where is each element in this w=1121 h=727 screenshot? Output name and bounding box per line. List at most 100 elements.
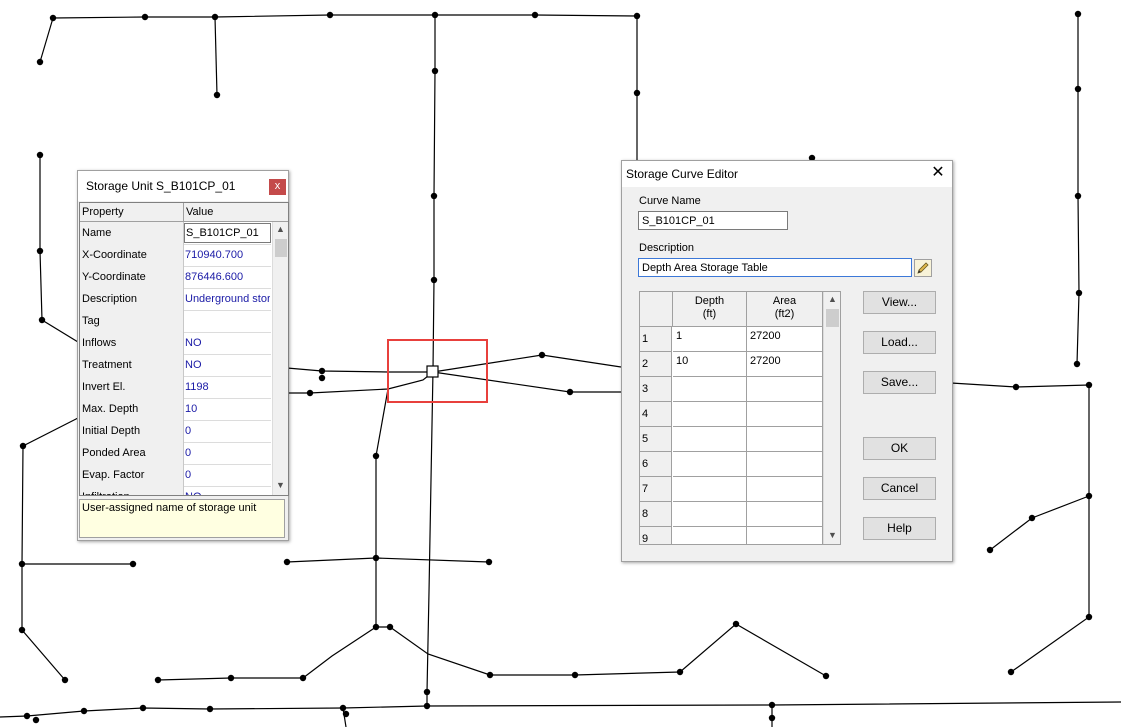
table-row[interactable]: 1 1 27200: [640, 327, 823, 352]
view-button[interactable]: View...: [863, 291, 936, 314]
property-row-y-coordinate[interactable]: Y-Coordinate 876446.600: [80, 266, 271, 289]
property-grid[interactable]: Property Value Name S_B101CP_01 X-Coordi…: [79, 202, 289, 496]
curve-table-scrollbar[interactable]: ▲ ▼: [823, 292, 840, 544]
area-cell[interactable]: [747, 527, 823, 544]
property-label: Inflows: [80, 332, 184, 354]
property-row-description[interactable]: Description Underground stora: [80, 288, 271, 311]
area-cell[interactable]: [747, 427, 823, 452]
description-input[interactable]: Depth Area Storage Table: [638, 258, 912, 277]
table-row[interactable]: 9: [640, 527, 823, 544]
pencil-icon: [917, 262, 929, 274]
edit-description-button[interactable]: [914, 259, 932, 277]
property-value[interactable]: [185, 310, 270, 332]
property-row-max-depth[interactable]: Max. Depth 10: [80, 398, 271, 421]
property-editor-title: Storage Unit S_B101CP_01: [86, 179, 236, 193]
depth-unit-label: (ft): [702, 308, 717, 320]
close-icon[interactable]: x: [269, 179, 286, 195]
property-value[interactable]: Underground stora: [185, 293, 270, 305]
table-row[interactable]: 5: [640, 427, 823, 452]
property-row-treatment[interactable]: Treatment NO: [80, 354, 271, 377]
area-cell[interactable]: [747, 477, 823, 502]
row-number: 2: [640, 352, 672, 377]
selection-highlight: [387, 339, 488, 403]
depth-header-label: Depth: [694, 295, 725, 307]
cancel-button[interactable]: Cancel: [863, 477, 936, 500]
property-value[interactable]: 10: [185, 403, 198, 415]
curve-name-label: Curve Name: [639, 195, 701, 207]
property-column-header: Property: [80, 203, 184, 222]
property-row-infiltration[interactable]: Infiltration NO: [80, 486, 271, 495]
row-number: 9: [640, 527, 672, 544]
property-value[interactable]: 0: [185, 425, 192, 437]
row-number: 1: [640, 327, 672, 352]
curve-editor-title: Storage Curve Editor: [626, 167, 739, 181]
area-cell[interactable]: [747, 377, 823, 402]
property-value[interactable]: 710940.700: [185, 249, 244, 261]
property-row-inflows[interactable]: Inflows NO: [80, 332, 271, 355]
close-icon[interactable]: ✕: [931, 164, 945, 181]
property-label: Tag: [80, 310, 184, 332]
table-row[interactable]: 7: [640, 477, 823, 502]
scroll-up-icon[interactable]: ▲: [276, 224, 285, 234]
property-value[interactable]: NO: [185, 359, 202, 371]
property-value[interactable]: NO: [185, 337, 202, 349]
load-button[interactable]: Load...: [863, 331, 936, 354]
depth-cell[interactable]: [673, 427, 747, 452]
row-number: 5: [640, 427, 672, 452]
depth-cell[interactable]: [673, 477, 747, 502]
storage-curve-editor-window[interactable]: Storage Curve Editor ✕ Curve Name S_B101…: [621, 160, 953, 562]
property-value[interactable]: 0: [185, 469, 192, 481]
area-header-label: Area: [772, 295, 797, 307]
depth-cell[interactable]: [673, 452, 747, 477]
property-row-initial-depth[interactable]: Initial Depth 0: [80, 420, 271, 443]
scroll-down-icon[interactable]: ▼: [276, 480, 285, 490]
area-cell[interactable]: 27200: [747, 327, 823, 352]
table-row[interactable]: 4: [640, 402, 823, 427]
property-value[interactable]: 876446.600: [185, 271, 244, 283]
property-editor-titlebar[interactable]: Storage Unit S_B101CP_01 x: [78, 171, 288, 201]
area-cell[interactable]: [747, 402, 823, 427]
curve-data-table[interactable]: Depth (ft) Area (ft2) 1 1 27200 2 10 272…: [639, 291, 841, 545]
property-value[interactable]: 1198: [185, 381, 209, 393]
table-row[interactable]: 2 10 27200: [640, 352, 823, 377]
property-row-invert-elevation[interactable]: Invert El. 1198: [80, 376, 271, 399]
table-row[interactable]: 6: [640, 452, 823, 477]
storage-unit-node[interactable]: [426, 365, 439, 378]
property-label: Description: [80, 288, 184, 310]
property-value[interactable]: NO: [185, 486, 270, 495]
ok-button[interactable]: OK: [863, 437, 936, 460]
curve-editor-titlebar[interactable]: Storage Curve Editor ✕: [622, 161, 952, 187]
depth-cell[interactable]: [673, 527, 747, 544]
property-row-evap-factor[interactable]: Evap. Factor 0: [80, 464, 271, 487]
name-value-input[interactable]: S_B101CP_01: [184, 223, 271, 243]
property-row-ponded-area[interactable]: Ponded Area 0: [80, 442, 271, 465]
property-row-x-coordinate[interactable]: X-Coordinate 710940.700: [80, 244, 271, 267]
area-cell[interactable]: [747, 502, 823, 527]
curve-name-input[interactable]: S_B101CP_01: [638, 211, 788, 230]
depth-column-header: Depth (ft): [673, 292, 747, 327]
depth-cell[interactable]: [673, 402, 747, 427]
depth-cell[interactable]: 10: [673, 352, 747, 377]
table-row[interactable]: 8: [640, 502, 823, 527]
depth-cell[interactable]: 1: [673, 327, 747, 352]
property-editor-window[interactable]: Storage Unit S_B101CP_01 x Property Valu…: [77, 170, 289, 541]
depth-cell[interactable]: [673, 502, 747, 527]
area-column-header: Area (ft2): [747, 292, 823, 327]
depth-cell[interactable]: [673, 377, 747, 402]
save-button[interactable]: Save...: [863, 371, 936, 394]
scroll-thumb[interactable]: [275, 239, 287, 257]
property-row-name[interactable]: Name S_B101CP_01: [80, 222, 271, 245]
scroll-up-icon[interactable]: ▲: [828, 294, 837, 304]
scroll-down-icon[interactable]: ▼: [828, 530, 837, 540]
help-button[interactable]: Help: [863, 517, 936, 540]
property-value[interactable]: 0: [185, 447, 192, 459]
property-grid-scrollbar[interactable]: ▲ ▼: [272, 222, 288, 495]
scroll-thumb[interactable]: [826, 309, 839, 327]
value-column-header: Value: [184, 203, 288, 222]
table-row[interactable]: 3: [640, 377, 823, 402]
property-row-tag[interactable]: Tag: [80, 310, 271, 333]
area-cell[interactable]: 27200: [747, 352, 823, 377]
row-number: 4: [640, 402, 672, 427]
area-cell[interactable]: [747, 452, 823, 477]
